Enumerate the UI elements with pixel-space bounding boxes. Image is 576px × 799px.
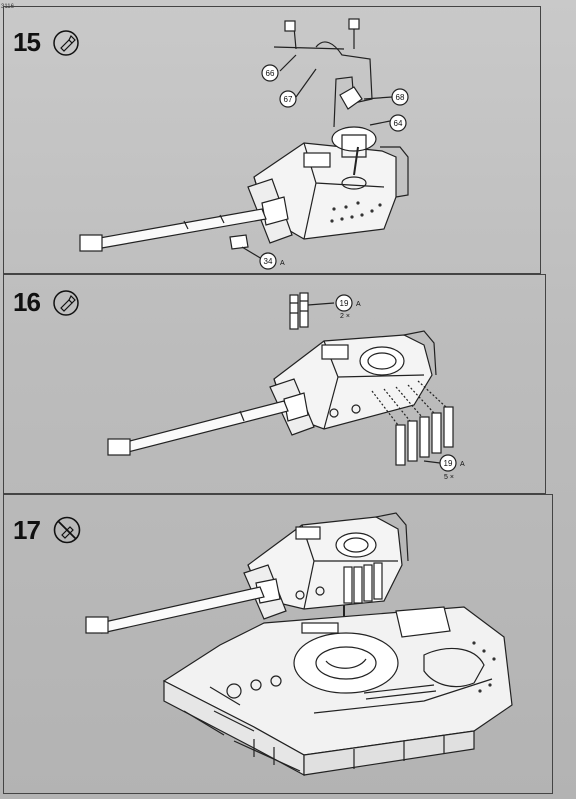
part-number: 34	[264, 257, 273, 266]
part-qty: 5 ×	[444, 474, 454, 481]
part-suffix: A	[280, 260, 285, 267]
part-callout: 64	[389, 114, 407, 132]
part-qty: 2 ×	[340, 313, 350, 320]
step-number: 15	[13, 27, 41, 57]
part-suffix: A	[356, 301, 361, 308]
step-15-drawing: 66 67 68 64 34 A	[79, 18, 409, 270]
step-16-drawing: 19 A 2 × 19 A 5 ×	[107, 292, 465, 481]
part-callout: 66	[261, 64, 279, 82]
part-suffix: A	[460, 461, 465, 468]
step-17-drawing	[85, 512, 513, 777]
track-links-side	[395, 406, 454, 466]
step-number: 16	[13, 287, 41, 317]
part-number: 64	[394, 119, 403, 128]
track-links-top	[289, 292, 309, 330]
no-glue-icon	[53, 516, 81, 544]
part-number: 67	[284, 95, 293, 104]
glue-tube-icon	[53, 30, 79, 56]
part-number: 66	[266, 69, 275, 78]
part-callout: 68	[391, 88, 409, 106]
step-number: 17	[13, 515, 41, 545]
part-number: 68	[396, 93, 405, 102]
track-links-mounted	[343, 562, 383, 604]
part-number: 19	[340, 299, 349, 308]
part-callout: 19 A 2 ×	[335, 294, 361, 320]
glue-tube-icon	[53, 290, 79, 316]
step-17-panel: 17	[3, 494, 553, 794]
part-callout: 67	[279, 90, 297, 108]
part-number: 19	[444, 459, 453, 468]
part-callout: 34 A	[259, 252, 285, 270]
part-callout: 19 A 5 ×	[439, 454, 465, 481]
step-15-panel: 15	[3, 6, 541, 274]
step-16-panel: 16	[3, 274, 546, 494]
sheet-code: 3116	[1, 4, 14, 10]
